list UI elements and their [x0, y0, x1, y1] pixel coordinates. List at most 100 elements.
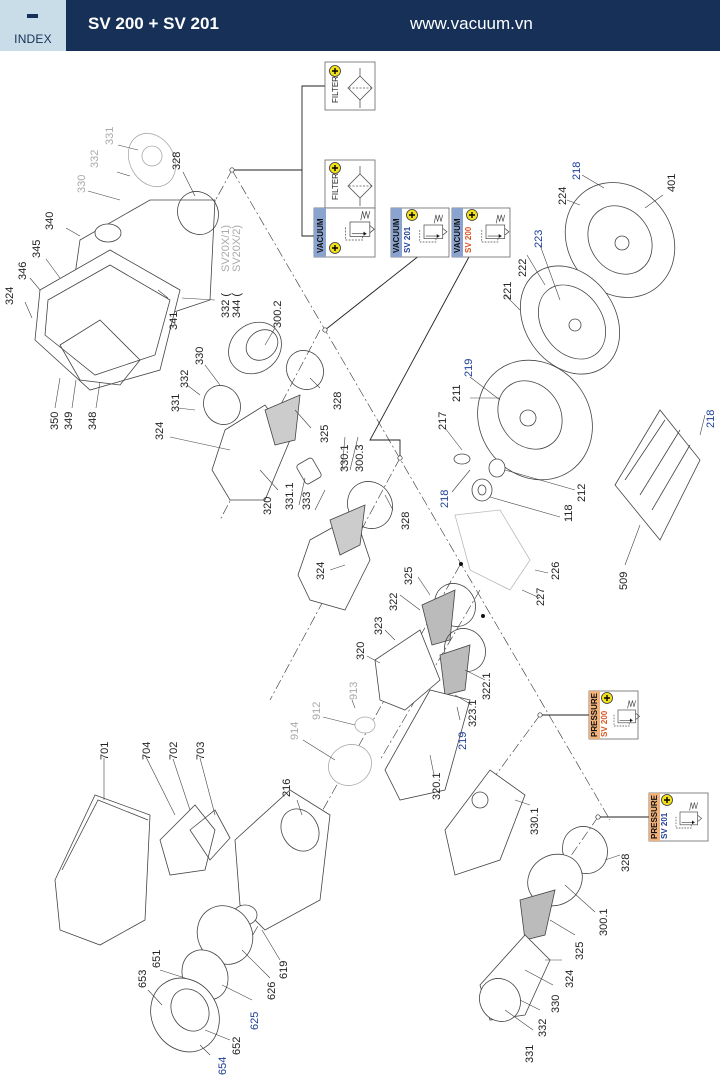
callout-226: 226: [550, 562, 562, 580]
part-element-325-bot: [519, 889, 556, 941]
svg-text:SV 200: SV 200: [464, 226, 473, 253]
callout-509: 509: [618, 572, 630, 590]
part-valve-330-1: [444, 769, 526, 876]
callout-325-bot: 325: [574, 942, 586, 960]
callout-332-top: 332: [89, 150, 101, 168]
callout-348: 348: [87, 412, 99, 430]
callout-300.3: 300.3: [354, 444, 366, 472]
part-housing-320-1: [384, 689, 471, 801]
website-link[interactable]: www.vacuum.vn: [410, 14, 533, 33]
index-button[interactable]: INDEX: [0, 0, 66, 51]
callout-300.2: 300.2: [272, 300, 284, 328]
part-element-325-mid: [264, 394, 301, 446]
plus-icon: [600, 691, 614, 705]
plus-icon: [328, 241, 342, 255]
callout-216: 216: [281, 779, 293, 797]
minus-icon: [27, 14, 38, 18]
callout-350: 350: [49, 412, 61, 430]
part-motor-216: [234, 789, 331, 931]
filter-symbol-1[interactable]: FILTER: [324, 61, 376, 111]
callout-701: 701: [99, 742, 111, 760]
callout-331-bot: 331: [524, 1045, 536, 1063]
callout-652: 652: [231, 1037, 243, 1055]
callout-324-mid: 324: [154, 422, 166, 440]
part-fan-flange-626: [196, 905, 254, 965]
callout-218-top: 218: [571, 162, 583, 180]
part-impeller-222: [519, 265, 621, 375]
callout-332-mid: 332: [179, 370, 191, 388]
part-cap-331-bot: [479, 978, 521, 1022]
callout-651: 651: [151, 950, 163, 968]
callout-401: 401: [666, 174, 678, 192]
svg-text:SV 201: SV 201: [403, 226, 412, 253]
part-spring-212: [488, 458, 506, 478]
plus-icon: [328, 64, 342, 78]
callout-331-top: 331: [104, 127, 116, 145]
svg-text:VACUUM: VACUUM: [316, 218, 325, 253]
part-terminal-box-701: [54, 794, 151, 946]
part-bracket-217: [453, 453, 471, 465]
callout-217: 217: [437, 412, 449, 430]
svg-text:VACUUM: VACUUM: [453, 218, 462, 253]
callout-332-bot: 332: [537, 1019, 549, 1037]
callout-325-mid: 325: [319, 425, 331, 443]
pressure-sv200-symbol[interactable]: PRESSURE SV 200: [588, 690, 640, 740]
callout-300.1: 300.1: [598, 908, 610, 936]
callout-328-top: 328: [171, 152, 183, 170]
part-plate-509: [614, 409, 701, 541]
callout-328-mid: 328: [332, 392, 344, 410]
filter-symbol-2[interactable]: FILTER: [324, 159, 376, 209]
callout-330-bot: 330: [550, 995, 562, 1013]
callout-625: 625: [249, 1012, 261, 1030]
plus-icon: [465, 208, 479, 222]
callout-227: 227: [535, 588, 547, 606]
svg-text:SV 201: SV 201: [660, 812, 669, 839]
callout-330-top: 330: [76, 175, 88, 193]
callout-653: 653: [137, 970, 149, 988]
callout-913: 913: [348, 682, 360, 700]
part-knob-331-1: [296, 457, 322, 485]
callout-331-mid: 331: [170, 394, 182, 412]
callout-328-mid2: 328: [400, 512, 412, 530]
callout-704: 704: [141, 742, 153, 760]
callout-324-bot: 324: [564, 970, 576, 988]
plus-icon: [660, 793, 674, 807]
part-element-322-1: [439, 644, 471, 696]
part-top-gasket-328: [177, 191, 219, 235]
part-top-filter-cap: [127, 132, 177, 188]
part-terminal-base-704: [159, 804, 216, 876]
part-gasket-703: [189, 809, 231, 861]
svg-text:PRESSURE: PRESSURE: [650, 794, 659, 839]
pressure-sv201-symbol[interactable]: PRESSURE SV 201: [648, 792, 709, 842]
part-bearing-118: [471, 478, 493, 502]
callout-324-top: 324: [4, 287, 16, 305]
callout-912: 912: [311, 702, 323, 720]
svg-text:VACUUM: VACUUM: [392, 218, 401, 253]
callout-222: 222: [517, 259, 529, 277]
vacuum-valve-symbol[interactable]: VACUUM: [313, 207, 376, 258]
part-filter-300-2: [228, 321, 282, 375]
callout-332-344-a: 332 (: [220, 293, 232, 318]
callout-619: 619: [278, 961, 290, 979]
callout-sv20x2: SV20X/2): [231, 225, 243, 272]
plus-icon: [405, 208, 419, 222]
callout-340: 340: [44, 212, 56, 230]
part-top-seal-349: [59, 319, 141, 386]
vacuum-sv200-symbol[interactable]: VACUUM SV 200: [451, 207, 511, 258]
callout-330.1-a: 330.1: [339, 444, 351, 472]
vacuum-sv201-symbol[interactable]: VACUUM SV 201: [390, 207, 450, 258]
callout-219-top: 219: [463, 359, 475, 377]
svg-text:PRESSURE: PRESSURE: [590, 692, 599, 737]
callout-702: 702: [168, 742, 180, 760]
callout-346: 346: [17, 262, 29, 280]
callout-328-low: 328: [620, 854, 632, 872]
part-fan-cover-653: [150, 977, 220, 1053]
index-label: INDEX: [14, 32, 52, 46]
part-housing-211: [477, 359, 593, 481]
callout-341: 341: [168, 312, 180, 330]
part-cap-331-mid: [203, 385, 241, 425]
callout-221: 221: [502, 282, 514, 300]
part-housing-324-low: [297, 504, 371, 611]
callout-345: 345: [31, 240, 43, 258]
